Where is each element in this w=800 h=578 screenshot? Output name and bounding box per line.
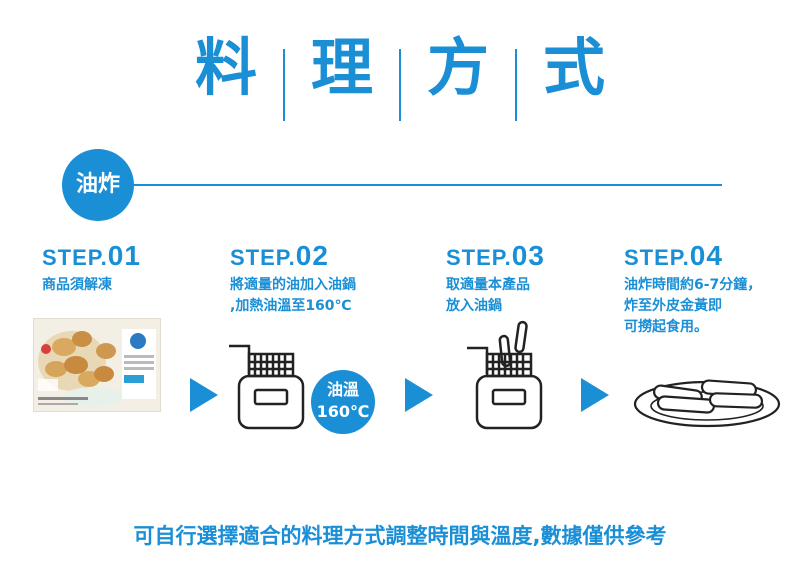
step-1: STEP.01 商品須解凍 — [42, 240, 141, 296]
page-title: 料理方式 — [0, 30, 800, 121]
step-description: 將適量的油加入油鍋,加熱油溫至160℃ — [230, 277, 356, 314]
title-char-2: 理 — [310, 31, 373, 104]
step-label: STEP.03 — [446, 240, 545, 271]
footer-note: 可自行選擇適合的料理方式調整時間與溫度,數據僅供參考 — [133, 524, 667, 548]
step-description: 油炸時間約6-7分鐘，炸至外皮金黃即可撈起食用。 — [624, 277, 762, 335]
title-divider — [399, 48, 401, 121]
title-divider — [282, 48, 285, 121]
product-package-image — [33, 318, 161, 412]
title-char-1: 料 — [194, 31, 257, 104]
step-label: STEP.04 — [624, 240, 723, 271]
step-label: STEP.01 — [42, 240, 141, 271]
oil-temperature-badge: 油溫 160℃ — [311, 370, 375, 434]
section-rule — [120, 184, 722, 186]
arrow-right-icon — [405, 378, 433, 412]
title-char-3: 方 — [427, 31, 490, 104]
title-char-4: 式 — [543, 31, 606, 104]
arrow-right-icon — [581, 378, 609, 412]
fryer-icon — [229, 344, 305, 430]
title-divider — [515, 48, 518, 121]
step-description: 商品須解凍 — [42, 277, 112, 293]
plated-food-icon — [633, 379, 781, 428]
arrow-right-icon — [190, 378, 218, 412]
step-label: STEP.02 — [230, 240, 329, 271]
step-4: STEP.04 油炸時間約6-7分鐘，炸至外皮金黃即可撈起食用。 — [624, 240, 761, 338]
method-badge: 油炸 — [62, 149, 134, 221]
step-description: 取適量本產品放入油鍋 — [446, 277, 530, 314]
fryer-with-food-icon — [467, 320, 543, 430]
step-3: STEP.03 取適量本產品放入油鍋 — [446, 240, 545, 317]
step-2: STEP.02 將適量的油加入油鍋,加熱油溫至160℃ — [230, 240, 356, 317]
